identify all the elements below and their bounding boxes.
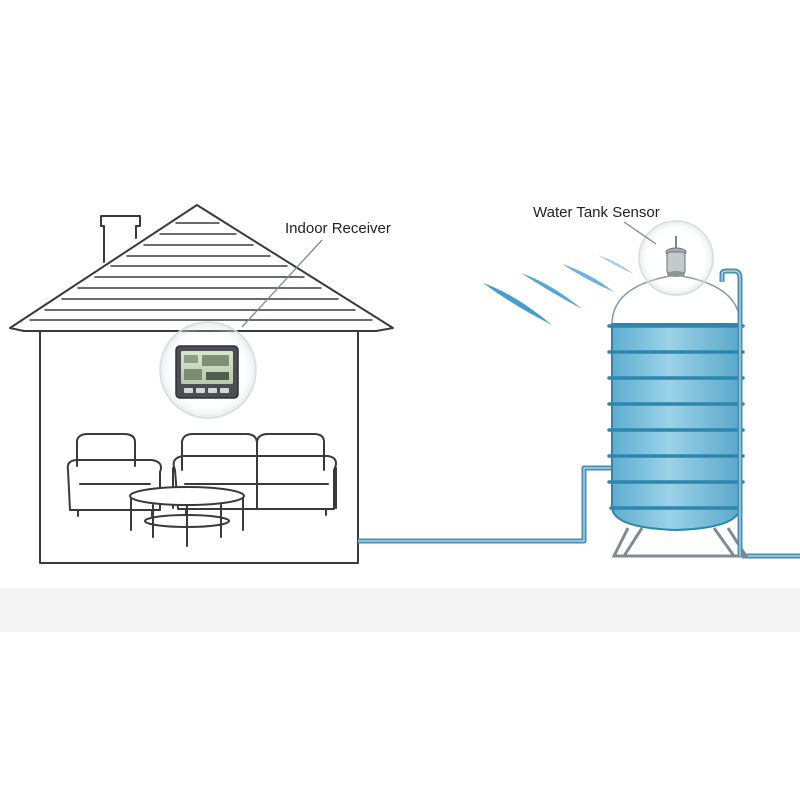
wireless-signal-icon (483, 255, 634, 325)
roof (9, 204, 394, 332)
signal-arc (483, 283, 552, 325)
tank-bands (607, 324, 745, 510)
house: Indoor Receiver (9, 204, 394, 564)
tank-stand (611, 527, 749, 558)
signal-arc (521, 273, 582, 309)
signal-arc (598, 255, 634, 274)
receiver-callout-line (241, 239, 323, 328)
chimney (100, 215, 141, 263)
signal-arc (562, 264, 614, 292)
coffee-table-icon (129, 486, 245, 547)
house-walls (39, 330, 359, 564)
sensor-callout-line (623, 221, 657, 245)
armchair-icon (66, 433, 162, 517)
water-pipe (358, 465, 800, 559)
lcd-display-icon (175, 345, 239, 399)
tank-body (611, 323, 741, 532)
water-tank-sensor-label: Water Tank Sensor (533, 204, 660, 221)
indoor-receiver-label: Indoor Receiver (285, 220, 391, 237)
roof-shingles (29, 222, 373, 321)
ground-band (0, 588, 800, 632)
antenna-sensor-icon (665, 236, 687, 277)
water-tank (607, 268, 749, 558)
